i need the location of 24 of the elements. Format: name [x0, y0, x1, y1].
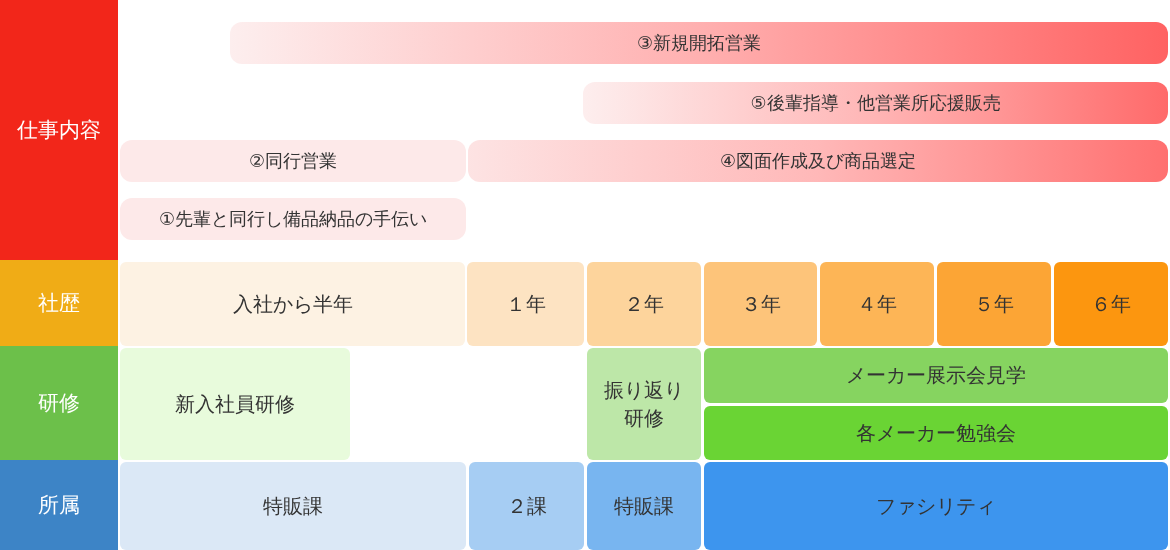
task-bar: ①先輩と同行し備品納品の手伝い	[120, 198, 466, 240]
timeline-cell: 振り返り研修	[587, 348, 701, 460]
row-header: 研修	[0, 346, 118, 460]
timeline-cell: ６年	[1054, 262, 1168, 346]
row-header: 社歴	[0, 260, 118, 346]
timeline-cell: 各メーカー勉強会	[704, 406, 1168, 460]
timeline-cell: 特販課	[120, 462, 466, 550]
timeline-cell: １年	[467, 262, 584, 346]
task-bar: ⑤後輩指導・他営業所応援販売	[583, 82, 1168, 124]
task-bar: ②同行営業	[120, 140, 466, 182]
timeline-cell: 新入社員研修	[120, 348, 350, 460]
timeline-cell: ファシリティ	[704, 462, 1168, 550]
timeline-cell: ３年	[704, 262, 817, 346]
timeline-cell: ５年	[937, 262, 1051, 346]
task-bar: ④図面作成及び商品選定	[468, 140, 1168, 182]
task-bar: ③新規開拓営業	[230, 22, 1168, 64]
timeline-cell: 特販課	[587, 462, 701, 550]
timeline-cell: 入社から半年	[120, 262, 465, 346]
timeline-cell: ４年	[820, 262, 934, 346]
timeline-cell: メーカー展示会見学	[704, 348, 1168, 403]
timeline-cell: ２課	[469, 462, 584, 550]
timeline-cell: ２年	[587, 262, 701, 346]
row-header: 仕事内容	[0, 0, 118, 260]
row-header: 所属	[0, 460, 118, 550]
